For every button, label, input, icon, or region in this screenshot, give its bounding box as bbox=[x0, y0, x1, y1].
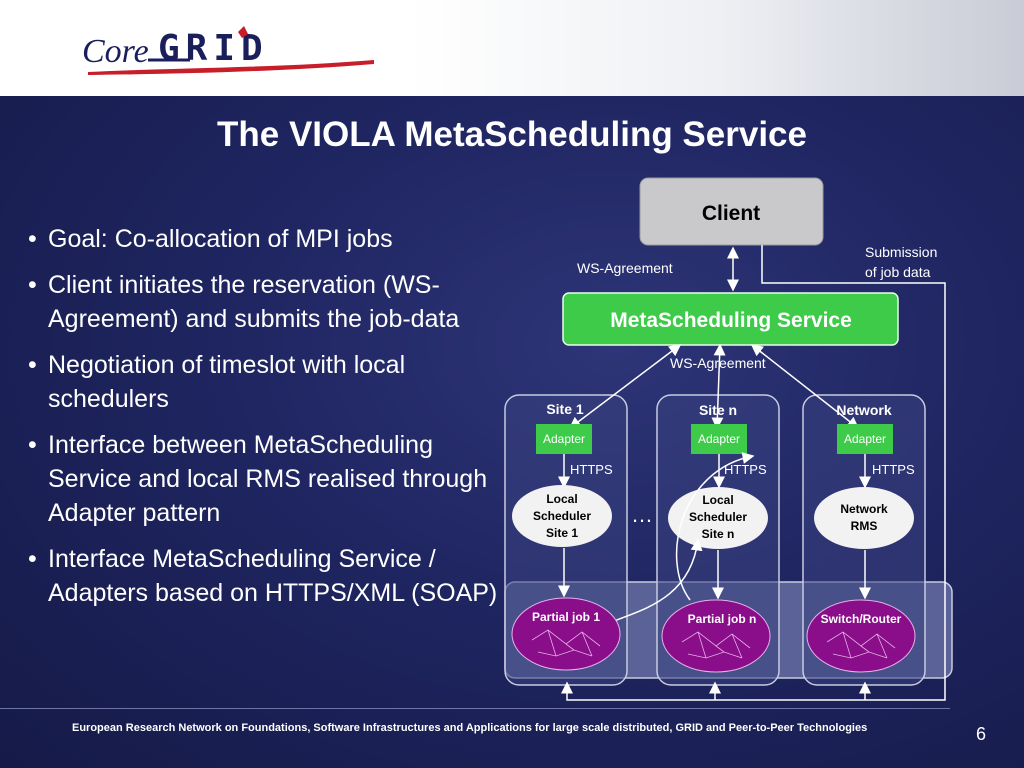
adapter-label-network: Adapter bbox=[844, 432, 886, 446]
sites-ellipsis: … bbox=[631, 502, 653, 527]
site-n-title: Site n bbox=[699, 402, 737, 418]
network-mesh-icon bbox=[826, 631, 896, 659]
bullet-item: •Interface between MetaScheduling Servic… bbox=[28, 431, 488, 527]
job-feedback-arrow-1 bbox=[611, 538, 703, 623]
logo-text-core: Core bbox=[82, 33, 149, 70]
bullet-item: •Client initiates the reservation (WS-Ag… bbox=[28, 271, 460, 333]
metascheduling-service-label: MetaScheduling Service bbox=[610, 309, 852, 332]
local-scheduler-n bbox=[668, 487, 768, 549]
logo-star-icon bbox=[238, 26, 248, 38]
footer-text: European Research Network on Foundations… bbox=[72, 722, 868, 734]
metascheduling-service-box bbox=[562, 292, 899, 346]
adapter-box-network bbox=[837, 424, 893, 454]
page-number: 6 bbox=[976, 724, 987, 744]
slide-title: The VIOLA MetaScheduling Service bbox=[217, 115, 807, 154]
local-scheduler-1 bbox=[512, 485, 612, 547]
svg-text:Site n: Site n bbox=[702, 527, 735, 541]
network-mesh-icon bbox=[681, 631, 751, 659]
site-1-title: Site 1 bbox=[546, 401, 584, 417]
svg-text:Scheduler: Scheduler bbox=[533, 509, 591, 523]
adapter-label-1: Adapter bbox=[543, 432, 585, 446]
ws-agreement-top-label: WS-Agreement bbox=[577, 260, 673, 276]
svg-text:Switch/Router: Switch/Router bbox=[821, 612, 902, 626]
adapter-box-n bbox=[691, 424, 747, 454]
svg-text:Partial job 1: Partial job 1 bbox=[532, 610, 600, 624]
meta-adaptern-arrow bbox=[711, 343, 726, 430]
svg-text:Local: Local bbox=[702, 493, 733, 507]
coregrid-logo: Core GRID bbox=[82, 26, 374, 75]
svg-text:Partial job n: Partial job n bbox=[688, 612, 757, 626]
bullet-list: •Goal: Co-allocation of MPI jobs •Client… bbox=[28, 222, 498, 622]
job-feedback-arrow-n bbox=[675, 452, 755, 601]
logo-swoosh bbox=[88, 60, 374, 75]
https-label-1: HTTPS bbox=[570, 462, 613, 477]
meta-adapter1-arrow bbox=[568, 344, 682, 429]
partial-job-1 bbox=[511, 597, 621, 671]
site-network-title: Network bbox=[836, 402, 891, 418]
svg-text:Local: Local bbox=[546, 492, 577, 506]
ws-agreement-mid-label: WS-Agreement bbox=[670, 355, 766, 371]
meta-adapternet-arrow bbox=[750, 344, 860, 429]
footer-separator bbox=[0, 708, 950, 709]
svg-text:RMS: RMS bbox=[851, 519, 878, 533]
network-mesh-icon bbox=[531, 629, 601, 657]
bullet-item: •Negotiation of timeslot with local sche… bbox=[28, 351, 406, 413]
bullet-item: •Goal: Co-allocation of MPI jobs bbox=[28, 225, 393, 253]
svg-text:Site 1: Site 1 bbox=[546, 526, 578, 540]
submission-data-path bbox=[561, 245, 946, 701]
svg-text:Scheduler: Scheduler bbox=[689, 510, 747, 524]
submission-label-line2: of job data bbox=[865, 264, 931, 280]
partial-job-n bbox=[661, 599, 771, 673]
bullet-item: •Interface MetaScheduling Service / Adap… bbox=[28, 545, 498, 607]
https-label-network: HTTPS bbox=[872, 462, 915, 477]
adapter-box-1 bbox=[536, 424, 592, 454]
https-label-n: HTTPS bbox=[724, 462, 767, 477]
header-banner: Core GRID bbox=[0, 0, 1024, 96]
svg-text:Network: Network bbox=[840, 502, 888, 516]
submission-label-line1: Submission bbox=[865, 244, 937, 260]
client-label: Client bbox=[702, 202, 760, 225]
network-rms bbox=[814, 487, 914, 549]
adapter-label-n: Adapter bbox=[698, 432, 740, 446]
client-box bbox=[639, 177, 824, 246]
switch-router bbox=[806, 599, 916, 673]
